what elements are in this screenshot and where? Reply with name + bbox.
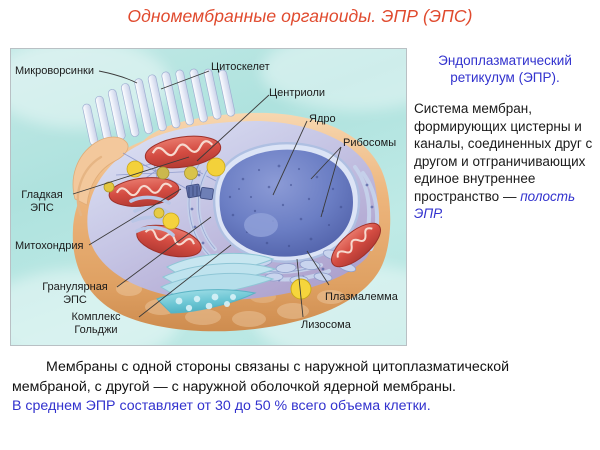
panel-heading-line2: ретикулум (ЭПР). <box>450 70 560 85</box>
page-title: Одномембранные органоиды. ЭПР (ЭПС) <box>127 6 473 26</box>
panel-heading: Эндоплазматический ретикулум (ЭПР). <box>414 52 596 86</box>
panel-body-emphasis: полость ЭПР. <box>414 188 576 222</box>
label-rough-er: Гранулярная ЭПС <box>29 281 121 306</box>
cell-illustration <box>72 68 391 332</box>
label-centrioles: Центриоли <box>269 87 326 99</box>
nucleus <box>212 142 361 263</box>
label-golgi-line2: Гольджи <box>74 323 118 336</box>
label-nucleus: Ядро <box>309 113 336 125</box>
golgi-complex <box>156 252 277 314</box>
label-smooth-er-line2: ЭПС <box>30 201 54 214</box>
label-lysosome: Лизосома <box>301 319 351 331</box>
label-golgi-line1: Комплекс <box>71 311 121 323</box>
panel-body: Система мембран, формирующих цистерны и … <box>414 100 596 223</box>
cell-diagram: Микроворсинки Цитоскелет Центриоли Ядро … <box>10 48 407 346</box>
vesicle <box>103 157 226 230</box>
label-rough-er-line1: Гранулярная <box>42 281 108 293</box>
side-text-panel: Эндоплазматический ретикулум (ЭПР). Сист… <box>414 52 596 223</box>
label-smooth-er: Гладкая ЭПС <box>11 189 73 214</box>
centrioles <box>185 183 214 200</box>
bottom-line-2: мембраной, с другой — с наружной оболочк… <box>12 378 456 395</box>
microvilli <box>72 68 236 217</box>
bottom-line-1: Мембраны с одной стороны связаны с наруж… <box>46 359 510 375</box>
panel-body-text: Система мембран, формирующих цистерны и … <box>414 101 593 204</box>
mitochondrion <box>331 222 381 268</box>
label-mitochondria: Митохондрия <box>15 240 84 252</box>
panel-heading-line1: Эндоплазматический <box>438 53 572 68</box>
label-cytoskeleton: Цитоскелет <box>211 61 270 73</box>
bottom-line-3: В среднем ЭПР составляет от 30 до 50 % в… <box>12 398 431 414</box>
mitochondrion <box>144 135 222 169</box>
label-golgi-complex: Комплекс Гольджи <box>51 311 141 336</box>
bottom-paragraph: Мембраны с одной стороны связаны с наруж… <box>12 358 590 417</box>
label-leader-lines <box>72 70 342 318</box>
label-microvilli: Микроворсинки <box>15 65 94 77</box>
label-plasmalemma: Плазмалемма <box>325 291 398 303</box>
nucleolus <box>244 213 278 237</box>
label-rough-er-line2: ЭПС <box>63 293 87 306</box>
label-smooth-er-line1: Гладкая <box>21 189 63 201</box>
label-ribosomes: Рибосомы <box>343 137 397 149</box>
